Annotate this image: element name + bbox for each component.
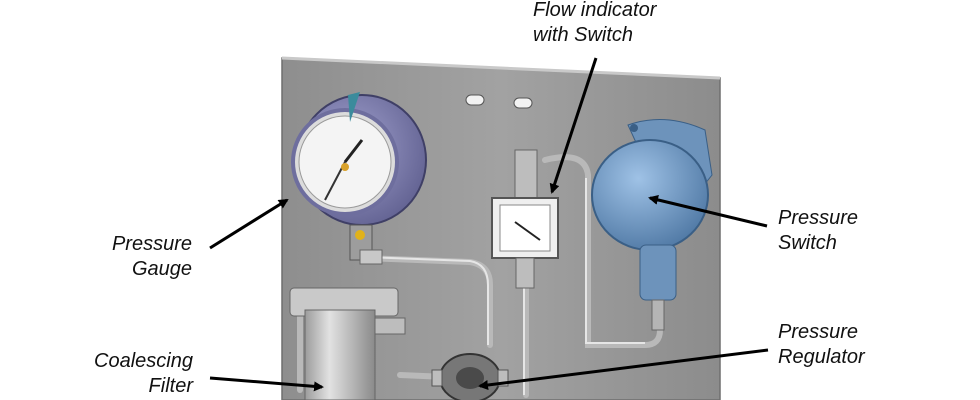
flow-indicator-label-line2: with Switch — [533, 24, 634, 46]
pressure-regulator-label-line2: Regulator — [778, 346, 865, 368]
coalescing-filter-label: Coalescing Filter — [72, 349, 193, 399]
pressure-gauge-arrow — [209, 198, 289, 250]
pressure-switch-label-line2: Switch — [778, 232, 837, 254]
panel-slot — [513, 97, 533, 109]
coalescing-filter-arrow — [209, 376, 324, 392]
pressure-switch-icon — [591, 119, 713, 331]
panel-slot — [465, 94, 485, 106]
flow-indicator-icon — [491, 149, 559, 289]
coalescing-filter-label-line1: Coalescing — [94, 350, 193, 372]
pressure-regulator-label-line1: Pressure — [778, 321, 859, 343]
callout-arrows — [209, 57, 769, 392]
pressure-gauge-label-line2: Gauge — [131, 258, 192, 280]
flow-indicator-label-line1: Flow indicator — [533, 0, 657, 21]
flow-indicator-label: Flow indicator with Switch — [533, 0, 656, 48]
pressure-switch-label: Pressure Switch — [778, 206, 858, 256]
pressure-gauge-label: Pressure Gauge — [92, 232, 192, 282]
pressure-switch-label-line1: Pressure — [778, 207, 859, 229]
pressure-gauge-label-line1: Pressure — [111, 233, 192, 255]
pressure-gauge-icon — [291, 92, 427, 265]
pressure-regulator-label: Pressure Regulator — [778, 320, 865, 370]
pressure-switch-arrow — [648, 194, 768, 228]
coalescing-filter-label-line2: Filter — [148, 375, 193, 397]
pressure-regulator-arrow — [478, 348, 769, 390]
flow-indicator-arrow — [549, 57, 598, 194]
